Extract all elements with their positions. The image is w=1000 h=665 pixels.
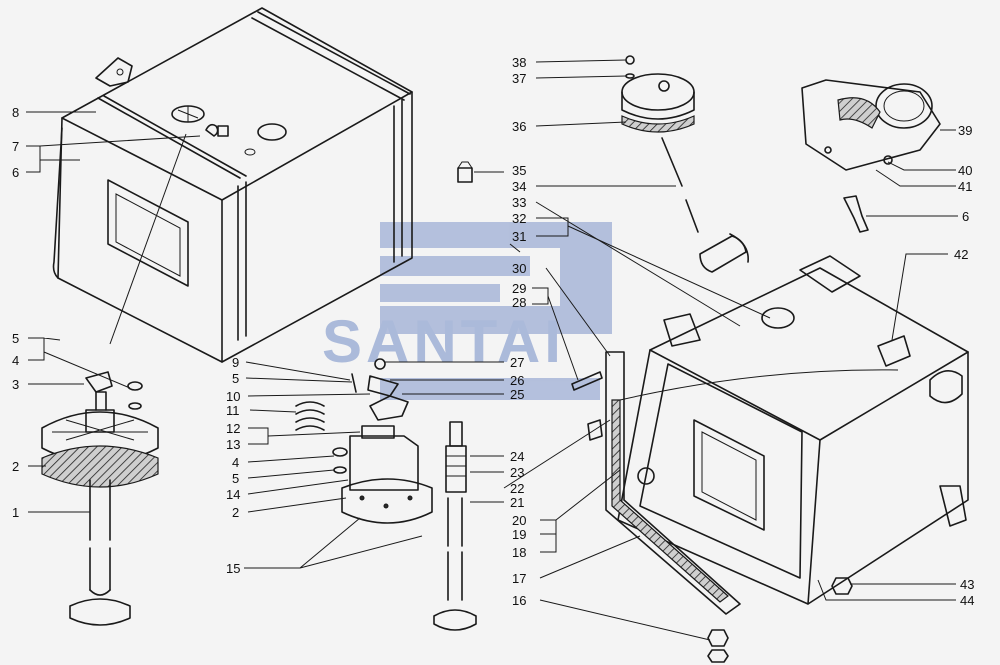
leader-lines	[26, 59, 958, 641]
callout-4: 4	[12, 353, 19, 368]
callout-39: 39	[958, 123, 972, 138]
callout-4: 4	[232, 455, 239, 470]
callout-21: 21	[510, 495, 524, 510]
callout-23: 23	[510, 465, 524, 480]
callout-5: 5	[232, 371, 239, 386]
nut-16	[707, 629, 729, 663]
callout-17: 17	[512, 571, 526, 586]
callout-31: 31	[512, 229, 526, 244]
callout-labels: 8 7 6 5 4 3 2 1 9 5 10 11 12 13 4 5 14 2…	[12, 55, 974, 608]
callout-15: 15	[226, 561, 240, 576]
callout-22: 22	[510, 481, 524, 496]
watermark-logo: SANTAI	[322, 222, 612, 400]
callout-19: 19	[512, 527, 526, 542]
callout-43: 43	[960, 577, 974, 592]
level-sender-unit	[621, 55, 749, 273]
callout-24: 24	[510, 449, 524, 464]
callout-8: 8	[12, 105, 19, 120]
callout-5: 5	[12, 331, 19, 346]
callout-18: 18	[512, 545, 526, 560]
callout-6: 6	[12, 165, 19, 180]
callout-11: 11	[226, 403, 240, 418]
callout-12: 12	[226, 421, 240, 436]
callout-40: 40	[958, 163, 972, 178]
callout-41: 41	[958, 179, 972, 194]
callout-30: 30	[512, 261, 526, 276]
callout-36: 36	[512, 119, 526, 134]
callout-37: 37	[512, 71, 526, 86]
callout-16: 16	[512, 593, 526, 608]
callout-10: 10	[226, 389, 240, 404]
callout-13: 13	[226, 437, 240, 452]
callout-28: 28	[512, 295, 526, 310]
callout-5: 5	[232, 471, 239, 486]
callout-29: 29	[512, 281, 526, 296]
callout-25: 25	[510, 387, 524, 402]
callout-26: 26	[510, 373, 524, 388]
callout-9: 9	[232, 355, 239, 370]
callout-7: 7	[12, 139, 19, 154]
callout-1: 1	[12, 505, 19, 520]
callout-32: 32	[512, 211, 526, 226]
callout-35: 35	[512, 163, 526, 178]
callout-6: 6	[962, 209, 969, 224]
callout-2: 2	[12, 459, 19, 474]
callout-34: 34	[512, 179, 526, 194]
callout-27: 27	[510, 355, 524, 370]
callout-38: 38	[512, 55, 526, 70]
callout-14: 14	[226, 487, 240, 502]
watermark-text: SANTAI	[322, 308, 565, 375]
callout-20: 20	[512, 513, 526, 528]
nut-43	[831, 577, 853, 595]
fuel-pickup-assembly-left	[41, 371, 159, 626]
filter-pump-assembly	[295, 358, 477, 631]
drain-plug-35	[457, 161, 473, 183]
callout-2: 2	[232, 505, 239, 520]
bolt-30	[571, 371, 603, 391]
callout-44: 44	[960, 593, 974, 608]
callout-33: 33	[512, 195, 526, 210]
callout-42: 42	[954, 247, 968, 262]
filler-neck-bracket	[801, 79, 941, 233]
callout-3: 3	[12, 377, 19, 392]
fuel-tank-right	[587, 255, 969, 615]
